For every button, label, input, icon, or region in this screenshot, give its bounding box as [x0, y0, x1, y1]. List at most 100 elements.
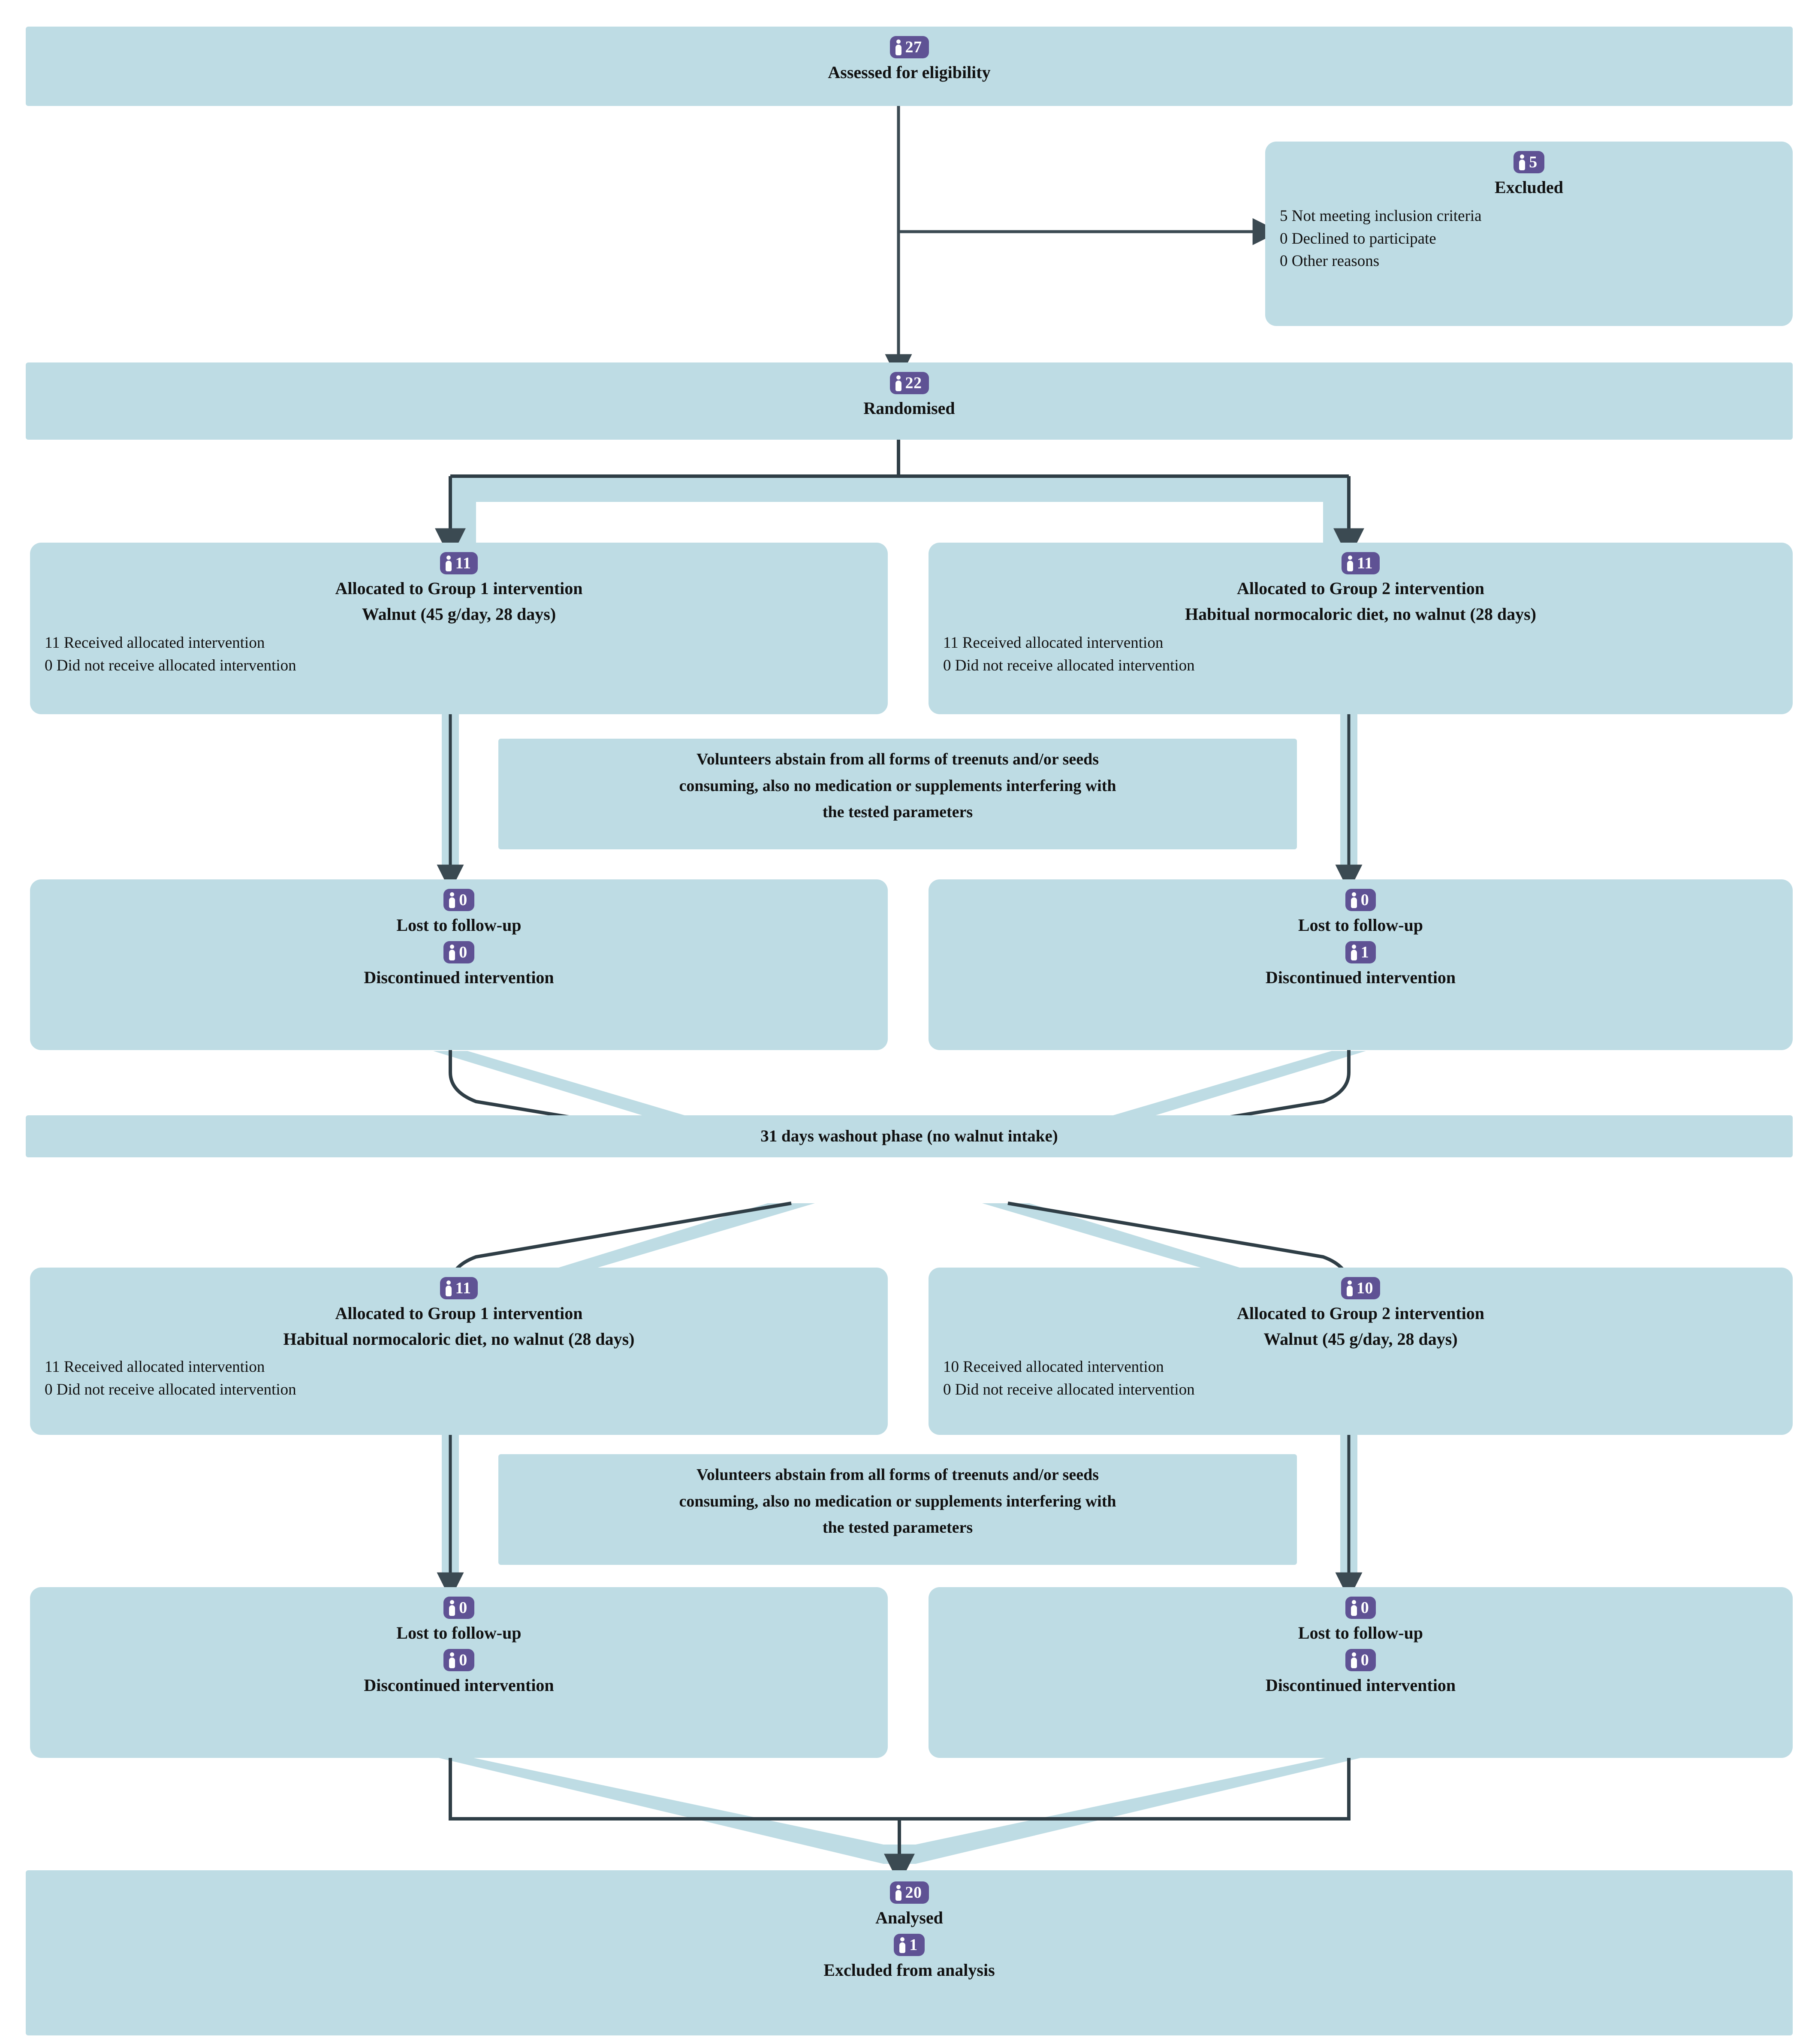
- connector-band-p2-left-down: [442, 1416, 459, 1583]
- badge-period1-right-lost: 0: [943, 889, 1778, 911]
- connector-band-p1-right-down: [1340, 712, 1357, 875]
- box-analysed: 20 Analysed 1 Excluded from analysis: [26, 1870, 1793, 2035]
- period2-right-count: 10: [1357, 1279, 1373, 1297]
- period2-left-subtitle: Habitual normocaloric diet, no walnut (2…: [283, 1329, 635, 1349]
- period2-left-title: Allocated to Group 1 intervention: [335, 1304, 583, 1323]
- period1-right-subtitle: Habitual normocaloric diet, no walnut (2…: [1185, 604, 1536, 624]
- period1-right-line-0: 11 Received allocated intervention: [943, 634, 1164, 652]
- person-icon: [895, 39, 902, 56]
- person-icon: [1346, 1280, 1353, 1297]
- box-period1-abstain-note: Volunteers abstain from all forms of tre…: [498, 739, 1297, 849]
- box-period2-allocation-right: 10 Allocated to Group 2 intervention Wal…: [929, 1268, 1793, 1435]
- person-icon: [1347, 555, 1354, 572]
- connector-band-merge: [433, 1757, 1366, 1864]
- analysed-count: 20: [905, 1884, 922, 1902]
- period1-left-count: 11: [455, 554, 471, 572]
- period1-right-count: 11: [1357, 554, 1373, 572]
- box-period2-followup-left: 0 Lost to follow-up 0 Discontinued inter…: [30, 1587, 888, 1758]
- person-icon: [1351, 1599, 1357, 1616]
- badge-period2-left-discontinued: 0: [45, 1649, 873, 1671]
- box-period2-followup-right: 0 Lost to follow-up 0 Discontinued inter…: [929, 1587, 1793, 1758]
- period2-left-line-1: 0 Did not receive allocated intervention: [45, 1380, 296, 1398]
- connector-band-p1-left-down: [442, 712, 459, 875]
- badge-randomised: 22: [40, 372, 1778, 394]
- period2-note-line-0: Volunteers abstain from all forms of tre…: [696, 1466, 1099, 1484]
- box-assessed-for-eligibility: 27 Assessed for eligibility: [26, 27, 1793, 106]
- connector-merge: [449, 1757, 1351, 1821]
- person-icon: [449, 1652, 455, 1669]
- randomised-label: Randomised: [863, 399, 955, 418]
- period1-right-title: Allocated to Group 2 intervention: [1236, 579, 1484, 598]
- box-period2-allocation-left: 11 Allocated to Group 1 intervention Hab…: [30, 1268, 888, 1435]
- period1-left-subtitle: Walnut (45 g/day, 28 days): [362, 604, 556, 624]
- period2-right-line-0: 10 Received allocated intervention: [943, 1358, 1164, 1376]
- person-icon: [1351, 944, 1357, 961]
- connector-band-randomise-split: [450, 476, 1349, 553]
- badge-excluded: 5: [1280, 151, 1778, 173]
- period1-right-lost-label: Lost to follow-up: [1298, 915, 1423, 935]
- period1-left-title: Allocated to Group 1 intervention: [335, 579, 583, 598]
- period2-right-title: Allocated to Group 2 intervention: [1236, 1304, 1484, 1323]
- period2-left-count: 11: [455, 1279, 471, 1297]
- box-period2-abstain-note: Volunteers abstain from all forms of tre…: [498, 1454, 1297, 1565]
- box-randomised: 22 Randomised: [26, 362, 1793, 440]
- box-excluded: 5 Excluded 5 Not meeting inclusion crite…: [1265, 142, 1793, 326]
- assessed-count: 27: [905, 38, 922, 56]
- person-icon: [449, 1599, 455, 1616]
- person-icon: [895, 1884, 902, 1901]
- badge-period1-left-allocated: 11: [45, 552, 873, 574]
- badge-period2-right-allocated: 10: [943, 1277, 1778, 1299]
- box-washout-phase: 31 days washout phase (no walnut intake): [26, 1115, 1793, 1157]
- period2-right-lost-count: 0: [1360, 1599, 1369, 1617]
- excluded-from-analysis-label: Excluded from analysis: [823, 1960, 995, 1980]
- box-period1-allocation-right: 11 Allocated to Group 2 intervention Hab…: [929, 543, 1793, 714]
- badge-period2-left-lost: 0: [45, 1597, 873, 1619]
- period1-left-line-1: 0 Did not receive allocated intervention: [45, 656, 296, 674]
- period2-left-lost-label: Lost to follow-up: [396, 1623, 522, 1642]
- period1-note-line-1: consuming, also no medication or supplem…: [679, 776, 1116, 795]
- period2-left-line-0: 11 Received allocated intervention: [45, 1358, 265, 1376]
- period1-note-line-2: the tested parameters: [822, 803, 973, 821]
- analysed-label: Analysed: [875, 1908, 943, 1927]
- period2-note-line-2: the tested parameters: [822, 1519, 973, 1537]
- person-icon: [1519, 154, 1526, 171]
- period1-note-line-0: Volunteers abstain from all forms of tre…: [696, 750, 1099, 768]
- person-icon: [449, 891, 455, 909]
- period1-left-lost-count: 0: [459, 891, 467, 909]
- badge-period2-right-lost: 0: [943, 1597, 1778, 1619]
- connector-randomise-split: [449, 438, 1351, 540]
- period1-right-discontinued-count: 1: [1360, 943, 1369, 961]
- box-period1-followup-right: 0 Lost to follow-up 1 Discontinued inter…: [929, 879, 1793, 1050]
- excluded-count: 5: [1529, 153, 1538, 171]
- period1-right-lost-count: 0: [1360, 891, 1369, 909]
- randomised-count: 22: [905, 374, 922, 392]
- period1-right-discontinued-label: Discontinued intervention: [1265, 968, 1456, 987]
- period2-note-line-1: consuming, also no medication or supplem…: [679, 1492, 1116, 1510]
- excluded-reason-1: 0 Declined to participate: [1280, 229, 1436, 248]
- box-period1-followup-left: 0 Lost to follow-up 0 Discontinued inter…: [30, 879, 888, 1050]
- period1-right-line-1: 0 Did not receive allocated intervention: [943, 656, 1195, 674]
- period2-right-line-1: 0 Did not receive allocated intervention: [943, 1380, 1195, 1398]
- washout-label: 31 days washout phase (no walnut intake): [760, 1127, 1058, 1145]
- badge-analysed: 20: [39, 1881, 1780, 1904]
- period2-right-discontinued-count: 0: [1360, 1651, 1369, 1669]
- period2-right-subtitle: Walnut (45 g/day, 28 days): [1263, 1329, 1458, 1349]
- connector-band-p2-right-down: [1340, 1416, 1357, 1583]
- person-icon: [899, 1936, 906, 1953]
- excluded-label: Excluded: [1494, 178, 1564, 197]
- period2-left-discontinued-label: Discontinued intervention: [364, 1676, 554, 1695]
- period1-left-discontinued-label: Discontinued intervention: [364, 968, 554, 987]
- badge-period1-left-lost: 0: [45, 889, 873, 911]
- badge-period2-left-allocated: 11: [45, 1277, 873, 1299]
- period2-left-discontinued-count: 0: [459, 1651, 467, 1669]
- period1-left-lost-label: Lost to follow-up: [396, 915, 522, 935]
- person-icon: [445, 555, 452, 572]
- badge-period1-left-discontinued: 0: [45, 941, 873, 963]
- excluded-reason-0: 5 Not meeting inclusion criteria: [1280, 207, 1482, 225]
- period1-left-line-0: 11 Received allocated intervention: [45, 634, 265, 652]
- person-icon: [445, 1280, 452, 1297]
- badge-period1-right-allocated: 11: [943, 552, 1778, 574]
- badge-excluded-from-analysis: 1: [39, 1934, 1780, 1956]
- assessed-label: Assessed for eligibility: [828, 63, 991, 82]
